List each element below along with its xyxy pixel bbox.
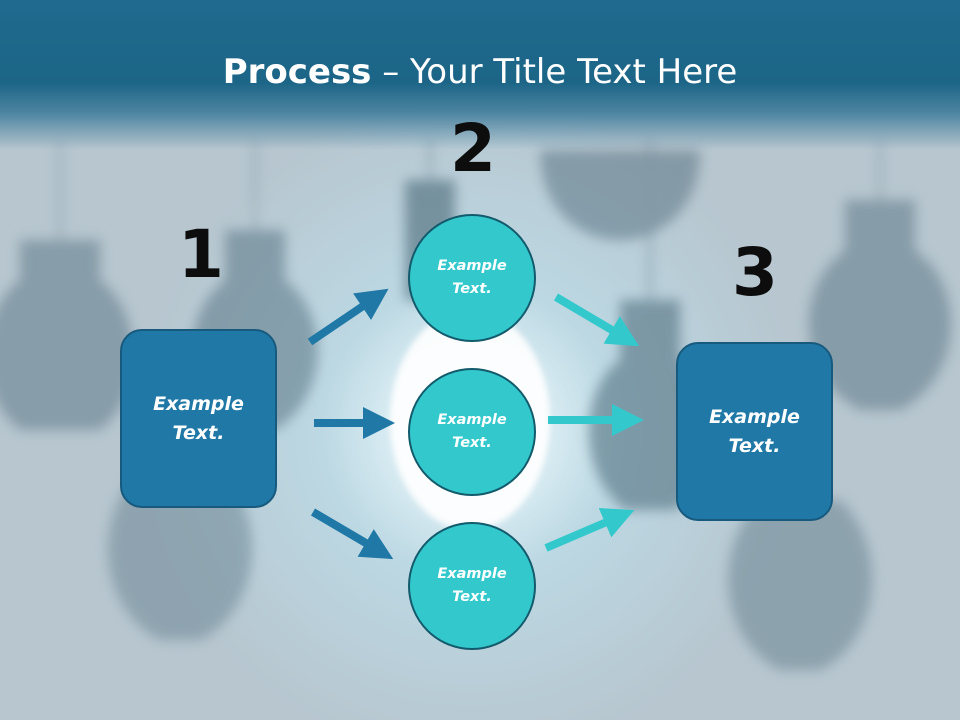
step-1-box[interactable]: Example Text. (120, 329, 277, 508)
step-3-box-line2: Text. (728, 434, 781, 457)
step-2-circle-middle[interactable]: Example Text. (408, 368, 536, 496)
title-regular-part: – Your Title Text Here (371, 52, 738, 92)
arrow-left-down (310, 508, 394, 560)
circle-bottom-line2: Text. (452, 589, 492, 605)
step-number-1: 1 (178, 216, 224, 293)
circle-bottom-line1: Example (437, 566, 507, 582)
step-2-circle-top[interactable]: Example Text. (408, 214, 536, 342)
arrow-right-up (553, 293, 640, 347)
circle-middle-line1: Example (437, 412, 507, 428)
left-arrows (307, 288, 395, 560)
circle-middle-line2: Text. (452, 435, 492, 451)
step-2-circle-bottom[interactable]: Example Text. (408, 522, 536, 650)
title-bold-part: Process (222, 52, 372, 92)
step-3-box-line1: Example (709, 405, 800, 428)
slide-title[interactable]: Process – Your Title Text Here (0, 52, 960, 92)
step-1-box-line2: Text. (172, 421, 225, 444)
step-3-box[interactable]: Example Text. (676, 342, 833, 521)
step-number-3: 3 (732, 234, 778, 311)
arrow-left-up (307, 288, 389, 346)
step-number-2: 2 (450, 110, 496, 187)
circle-top-line2: Text. (452, 281, 492, 297)
right-arrows (544, 293, 644, 552)
step-1-box-line1: Example (153, 392, 244, 415)
title-banner (0, 0, 960, 150)
arrow-right-down (544, 508, 635, 552)
circle-top-line1: Example (437, 258, 507, 274)
